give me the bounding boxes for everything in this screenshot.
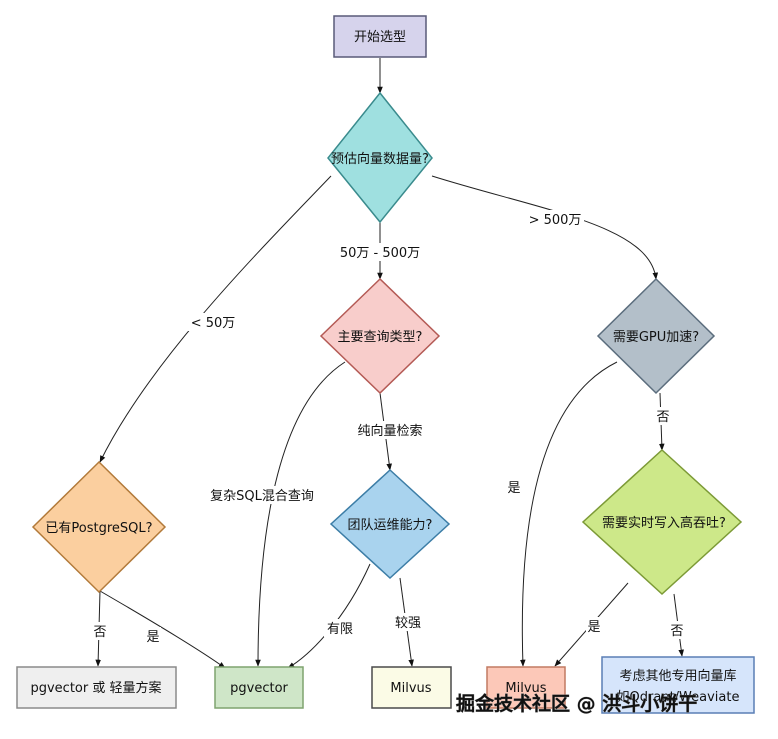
node-has-pg-diamond — [31, 460, 167, 594]
label-yes-c: 是 — [587, 620, 600, 635]
node-other-box — [601, 656, 755, 714]
node-realtime-diamond — [581, 448, 743, 596]
node-other-label-2: 如Qdrant/Weaviate — [617, 689, 740, 705]
node-milvus-a: Milvus — [371, 666, 452, 709]
node-volume-diamond — [327, 91, 433, 224]
node-milvus-a-box — [371, 666, 452, 709]
node-milvus-b-box — [486, 666, 566, 709]
watermark: 掘金技术社区 @ 洪斗小饼干 — [456, 692, 697, 715]
node-pg-lite: pgvector 或 轻量方案 — [16, 666, 177, 709]
edge-ops-to-pgvector — [287, 563, 371, 669]
edge-volume-to-has-pg — [99, 175, 332, 463]
node-milvus-b: Milvus — [486, 666, 566, 709]
node-other: 考虑其他专用向量库 如Qdrant/Weaviate — [601, 656, 755, 714]
node-gpu-diamond — [596, 277, 716, 395]
label-no-b: 否 — [656, 410, 669, 425]
node-volume-label: 预估向量数据量? — [331, 151, 429, 167]
node-milvus-b-label: Milvus — [505, 681, 546, 696]
label-pure-vector: 纯向量检索 — [357, 423, 422, 439]
node-ops-label: 团队运维能力? — [348, 518, 433, 533]
node-start-label: 开始选型 — [354, 30, 406, 45]
node-pgvector: pgvector — [214, 666, 304, 709]
edge-gpu-to-milvus-b — [519, 361, 618, 667]
label-yes-a: 是 — [146, 630, 159, 645]
node-query-type-label: 主要查询类型? — [338, 330, 423, 345]
node-pg-lite-label: pgvector 或 轻量方案 — [30, 680, 161, 696]
node-gpu: 需要GPU加速? — [596, 277, 716, 395]
edge-labels: < 50万 50万 - 500万 > 500万 否 是 复杂SQL混合查询 纯向… — [92, 210, 685, 645]
label-mid: 50万 - 500万 — [340, 246, 420, 261]
node-milvus-a-label: Milvus — [390, 681, 431, 696]
node-other-label-1: 考虑其他专用向量库 — [619, 668, 736, 684]
label-gt500: > 500万 — [529, 213, 582, 228]
node-query-type-diamond — [319, 277, 441, 395]
label-strong: 较强 — [395, 616, 421, 631]
label-complex-sql: 复杂SQL混合查询 — [210, 489, 314, 504]
node-gpu-label: 需要GPU加速? — [613, 330, 699, 345]
label-no-c: 否 — [670, 624, 683, 639]
label-no-a: 否 — [93, 625, 106, 640]
label-lt50: < 50万 — [191, 316, 236, 331]
node-start-box — [333, 15, 427, 58]
node-pgvector-box — [214, 666, 304, 709]
node-pg-lite-box — [16, 666, 177, 709]
node-realtime: 需要实时写入高吞吐? — [581, 448, 743, 596]
node-start: 开始选型 — [333, 15, 427, 58]
node-ops: 团队运维能力? — [329, 468, 451, 580]
label-limited: 有限 — [327, 622, 353, 637]
node-has-pg: 已有PostgreSQL? — [31, 460, 167, 594]
nodes: 开始选型 预估向量数据量? 主要查询类型? 需要GPU加速? 已有Postgre… — [16, 15, 755, 714]
node-query-type: 主要查询类型? — [319, 277, 441, 395]
node-realtime-label: 需要实时写入高吞吐? — [602, 515, 726, 531]
label-yes-b: 是 — [507, 481, 520, 496]
node-ops-diamond — [329, 468, 451, 580]
node-pgvector-label: pgvector — [230, 681, 288, 696]
edge-has-pg-to-pgvector — [99, 590, 226, 669]
node-has-pg-label: 已有PostgreSQL? — [45, 521, 152, 536]
node-volume: 预估向量数据量? — [327, 91, 433, 224]
